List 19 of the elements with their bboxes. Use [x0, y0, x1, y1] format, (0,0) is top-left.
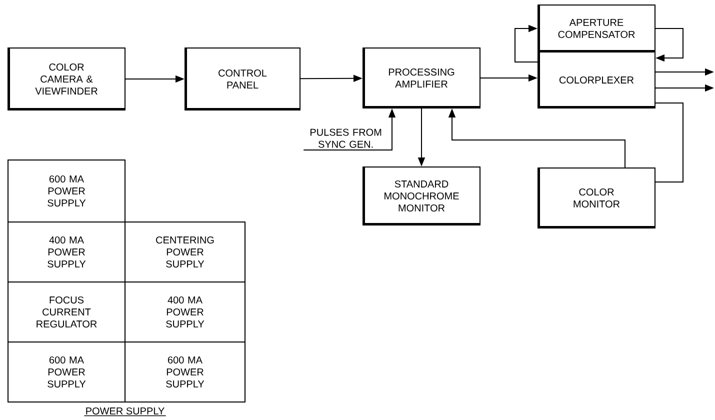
- arrow: [655, 28, 684, 62]
- block-box: COLORPLEXER: [538, 52, 656, 108]
- table-cell: 600 MA POWER SUPPLY: [8, 342, 126, 402]
- table-cell: FOCUS CURRENT REGULATOR: [8, 282, 126, 342]
- table-cell: 400 MA POWER SUPPLY: [8, 222, 126, 282]
- table-cell: 600 MA POWER SUPPLY: [8, 160, 126, 222]
- connector-line: [655, 102, 684, 182]
- block-box: CONTROL PANEL: [184, 48, 300, 110]
- table-cell: 400 MA POWER SUPPLY: [124, 282, 246, 342]
- caption: POWER SUPPLY: [84, 407, 166, 416]
- block-box: STANDARD MONOCHROME MONITOR: [362, 166, 480, 226]
- table-cell: 600 MA POWER SUPPLY: [124, 342, 246, 402]
- table-cell: CENTERING POWER SUPPLY: [124, 222, 246, 282]
- signal-label: PULSES FROM SYNC GEN.: [310, 128, 382, 148]
- block-box: APERTURE COMPENSATOR: [538, 4, 656, 52]
- block-box: COLOR MONITOR: [538, 168, 656, 228]
- block-box: COLOR CAMERA & VIEWFINDER: [8, 48, 126, 110]
- block-box: PROCESSING AMPLIFIER: [362, 48, 480, 108]
- arrow: [514, 24, 538, 62]
